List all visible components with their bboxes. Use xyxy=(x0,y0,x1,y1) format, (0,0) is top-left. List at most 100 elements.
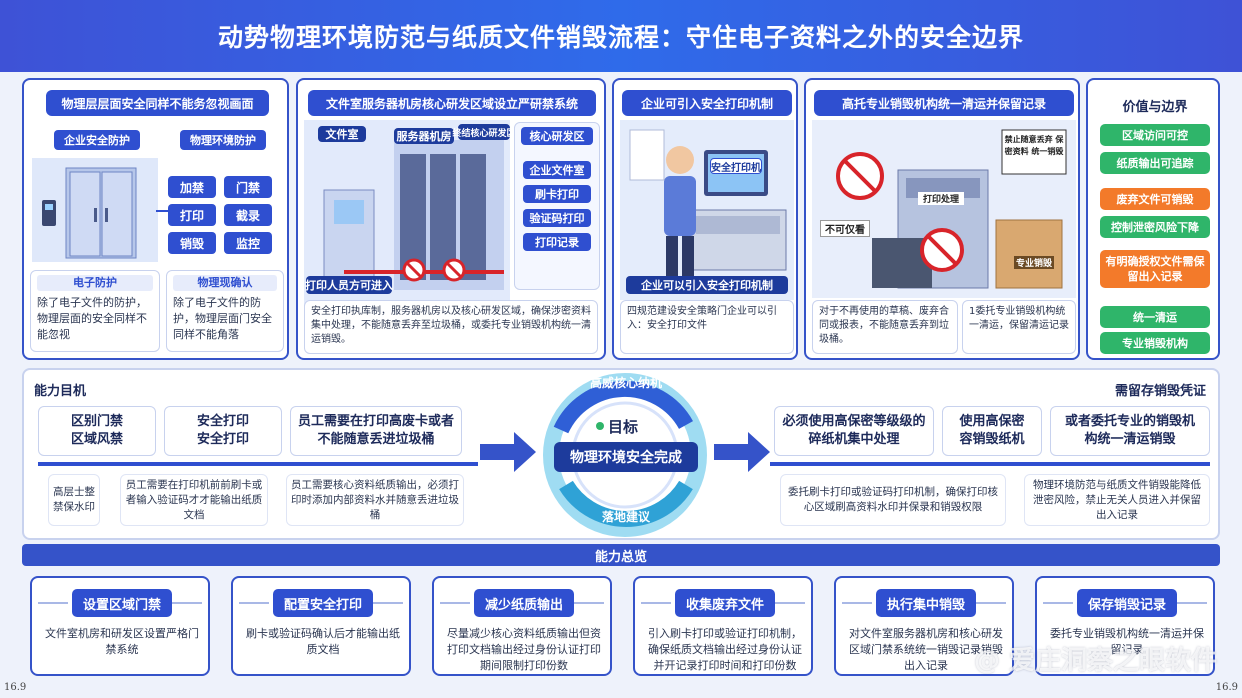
zone-panel: 核心研发区 企业文件室 刷卡打印 验证码打印 打印记录 xyxy=(514,122,600,290)
panel-caption-right: 1委托专业销毁机构统一清运，保留清运记录 xyxy=(962,300,1076,354)
value-item: 控制泄密风险下降 xyxy=(1100,216,1210,238)
title-rule xyxy=(373,602,403,604)
summary-card-desc: 尽量减少核心资料纸质输出但资打印文档输出经过身份认证打印期间限制打印份数 xyxy=(447,627,601,672)
goal-desc: 员工需要在打印机前前刷卡或者输入验证码才才能输出纸质文档 xyxy=(120,474,268,526)
sub-card-right: 物理现确认 除了电子文件的防护，物理层面门安全同样不能角落 xyxy=(166,270,284,352)
paper-label: 不可仅看 xyxy=(820,220,870,237)
summary-card-title: 减少纸质输出 xyxy=(474,589,574,617)
value-item: 有明确授权文件需保留出入记录 xyxy=(1100,250,1210,288)
summary-card-title: 配置安全打印 xyxy=(273,589,373,617)
panel-server-room: 文件室服务器机房核心研发区域设立严研禁系统 文件室 服务器机房 终结核心研发区 … xyxy=(296,78,606,360)
zone-item: 打印记录 xyxy=(523,233,591,251)
summary-card-desc: 对文件室服务器机房和核心研发区域门禁系统统一销毁记录销毁出入记录 xyxy=(849,627,1003,672)
machine-label: 打印处理 xyxy=(918,192,964,205)
sub-card-left-title: 电子防护 xyxy=(37,275,153,291)
zone-title: 核心研发区 xyxy=(521,127,593,145)
arrow-right-icon xyxy=(480,432,536,472)
zone-item: 验证码打印 xyxy=(523,209,591,227)
sub-card-right-text: 除了电子文件的防护，物理层面门安全同样不能角落 xyxy=(173,296,272,341)
control-item: 打印 xyxy=(168,204,216,226)
middle-section: 能力目机 需留存销毁凭证 区别门禁 区域风禁 安全打印 安全打印 员工需要在打印… xyxy=(22,368,1220,540)
summary-card: 减少纸质输出 尽量减少核心资料纸质输出但资打印文档输出经过身份认证打印期间限制打… xyxy=(432,576,612,676)
summary-card: 收集废弃文件 引入刷卡打印或验证打印机制，确保纸质文档输出经过身份认证并开记录打… xyxy=(633,576,813,676)
title-rule xyxy=(172,602,202,604)
panel-heading: 高托专业销毁机构统一清运并保留记录 xyxy=(814,90,1074,116)
panel-heading: 价值与边界 xyxy=(1122,100,1188,115)
summary-card: 设置区域门禁 文件室机房和研发区设置严格门禁系统 xyxy=(30,576,210,676)
door-illustration xyxy=(32,158,158,262)
sub-card-left: 电子防护 除了电子文件的防护，物理层面的安全同样不能忽视 xyxy=(30,270,160,352)
panel-secure-print: 企业可引入安全打印机制 安全打印机 企业可以引入安全打印机制 四规范建设安全策略… xyxy=(612,78,798,360)
arrow-right-icon xyxy=(714,432,770,472)
title-rule xyxy=(440,602,470,604)
control-item: 销毁 xyxy=(168,232,216,254)
panel-banner: 企业可以引入安全打印机制 xyxy=(626,276,788,294)
goal-box: 安全打印 安全打印 xyxy=(164,406,282,456)
panel-destruction: 高托专业销毁机构统一清运并保留记录 禁止随意丢弃 保密资料 统一销毁 不可仅看 … xyxy=(804,78,1080,360)
zone-item: 刷卡打印 xyxy=(523,185,591,203)
panel-caption-left: 对于不再使用的草稿、废弃合同或报表，不能随意丢弃到垃圾桶。 xyxy=(812,300,958,354)
right-section-label: 需留存销毁凭证 xyxy=(1114,384,1206,399)
secure-print-illustration xyxy=(620,120,794,300)
footer-left: 16.9 xyxy=(4,682,27,693)
box-label: 专业销毁 xyxy=(1014,256,1054,269)
title-rule xyxy=(842,602,872,604)
sub-card-left-text: 除了电子文件的防护，物理层面的安全同样不能忽视 xyxy=(37,296,147,341)
value-item: 废弃文件可销毁 xyxy=(1100,188,1210,210)
panel-physical-security: 物理层层面安全同样不能务忽视画面 企业安全防护 物理环境防护 加禁 门禁 打印 … xyxy=(22,78,289,360)
value-item: 区域访问可控 xyxy=(1100,124,1210,146)
sub-card-right-title: 物理现确认 xyxy=(173,275,277,291)
panel-heading: 文件室服务器机房核心研发区域设立严研禁系统 xyxy=(308,90,596,116)
panel-value-boundary: 价值与边界 区域访问可控 纸质输出可追踪 废弃文件可销毁 控制泄密风险下降 有明… xyxy=(1086,78,1220,360)
left-section-label: 能力目机 xyxy=(34,384,87,399)
zone-item: 企业文件室 xyxy=(523,161,591,179)
right-divider-line xyxy=(770,462,1210,466)
page-title: 动势物理环境防范与纸质文件销毁流程：守住电子资料之外的安全边界 xyxy=(217,23,1024,52)
summary-bar: 能力总览 xyxy=(22,544,1220,566)
action-box: 必须使用高保密等级级的碎纸机集中处理 xyxy=(774,406,934,456)
panel-caption: 安全打印执库制，服务器机房以及核心研发区域，确保涉密资料集中处理，不能随意丢弃至… xyxy=(304,300,598,354)
control-item: 加禁 xyxy=(168,176,216,198)
monitor-label: 安全打印机 xyxy=(710,158,762,174)
server-room-illustration xyxy=(304,120,510,320)
title-bar: 动势物理环境防范与纸质文件销毁流程：守住电子资料之外的安全边界 xyxy=(0,0,1242,72)
goal-box: 区别门禁 区域风禁 xyxy=(38,406,156,456)
value-item: 纸质输出可追踪 xyxy=(1100,152,1210,174)
summary-card-title: 保存销毁记录 xyxy=(1077,589,1177,617)
value-item: 专业销毁机构 xyxy=(1100,332,1210,354)
room-sign: 文件室 xyxy=(318,126,366,142)
title-rule xyxy=(641,602,671,604)
enterprise-tag: 企业安全防护 xyxy=(54,130,140,150)
watermark: @ 爱庄洞察之眼软件 xyxy=(973,646,1217,676)
action-box: 使用高保密 容销毁纸机 xyxy=(942,406,1042,456)
summary-card-desc: 刷卡或验证码确认后才能输出纸质文档 xyxy=(246,627,400,656)
summary-card: 配置安全打印 刷卡或验证码确认后才能输出纸质文档 xyxy=(231,576,411,676)
shredder-illustration xyxy=(812,120,1076,298)
room-sign: 服务器机房 xyxy=(394,128,454,144)
ring-top-label: 高威核心纳机 xyxy=(589,376,662,390)
title-rule xyxy=(775,602,805,604)
summary-card-desc: 文件室机房和研发区设置严格门禁系统 xyxy=(45,627,199,656)
panel-heading: 企业可引入安全打印机制 xyxy=(622,90,792,116)
goal-desc: 高层士整禁保水印 xyxy=(48,474,100,526)
title-rule xyxy=(976,602,1006,604)
goal-box: 员工需要在打印高废卡或者不能随意丢进垃圾桶 xyxy=(290,406,462,456)
goal-desc: 员工需要核心资料纸质输出，必须打印时添加内部资料水并随意丢进垃圾桶 xyxy=(286,474,464,526)
panel-heading: 物理层层面安全同样不能务忽视画面 xyxy=(46,90,269,116)
summary-label: 能力总览 xyxy=(594,550,647,565)
physical-tag: 物理环境防护 xyxy=(180,130,266,150)
title-rule xyxy=(1043,602,1073,604)
center-goal-label: 目标 xyxy=(608,418,639,436)
summary-card-desc: 引入刷卡打印或验证打印机制，确保纸质文档输出经过身份认证并开记录打印时间和打印份… xyxy=(648,627,802,672)
title-rule xyxy=(574,602,604,604)
action-desc: 委托刷卡打印或验证码打印机制，确保打印核心区域刷高资料水印并保录和销毁权限 xyxy=(780,474,1006,526)
title-rule xyxy=(239,602,269,604)
summary-card-title: 设置区域门禁 xyxy=(72,589,172,617)
connector-line xyxy=(156,210,170,212)
summary-card: 保存销毁记录 委托专业销毁机构统一清运并保留记录 xyxy=(1035,576,1215,676)
control-item: 门禁 xyxy=(224,176,272,198)
ring-bottom-label: 落地建议 xyxy=(601,510,650,524)
summary-card-title: 收集废弃文件 xyxy=(675,589,775,617)
entry-banner: 打印人员方可进入 xyxy=(305,276,393,294)
room-sign: 终结核心研发区 xyxy=(453,124,516,140)
